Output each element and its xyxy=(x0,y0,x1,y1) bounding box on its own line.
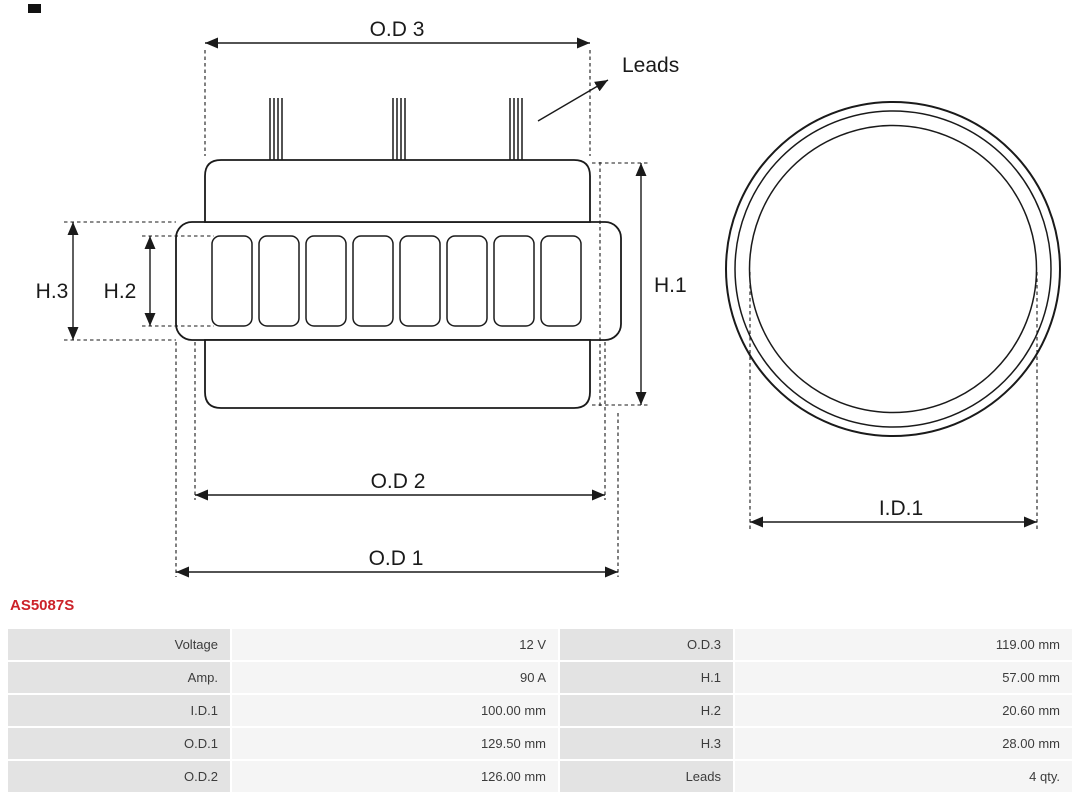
spec-value-amp: 90 A xyxy=(232,662,558,693)
spec-label-leads: Leads xyxy=(560,761,733,792)
dimension-od2: O.D 2 xyxy=(194,342,606,501)
spec-value-h1: 57.00 mm xyxy=(735,662,1072,693)
stator-technical-drawing: O.D 3 Leads H.1 H.3 H.2 O.D 2 O.D 1 xyxy=(28,4,1061,578)
corner-mark xyxy=(28,4,41,13)
dimension-od3: O.D 3 xyxy=(204,18,591,156)
h1-label: H.1 xyxy=(654,274,687,297)
spec-value-h2: 20.60 mm xyxy=(735,695,1072,726)
spec-value-od3: 119.00 mm xyxy=(735,629,1072,660)
spec-value-voltage: 12 V xyxy=(232,629,558,660)
od2-label: O.D 2 xyxy=(371,470,426,493)
spec-label-od1: O.D.1 xyxy=(8,728,230,759)
spec-label-voltage: Voltage xyxy=(8,629,230,660)
dimension-id1: I.D.1 xyxy=(749,272,1038,530)
spec-label-h2: H.2 xyxy=(560,695,733,726)
leads-callout: Leads xyxy=(537,54,679,122)
dimension-h3: H.3 xyxy=(36,221,176,341)
spec-value-leads: 4 qty. xyxy=(735,761,1072,792)
lower-winding xyxy=(204,339,591,409)
dimension-h1: H.1 xyxy=(592,162,687,408)
spec-label-amp: Amp. xyxy=(8,662,230,693)
dimension-od1: O.D 1 xyxy=(175,342,619,578)
spec-value-h3: 28.00 mm xyxy=(735,728,1072,759)
spec-label-h3: H.3 xyxy=(560,728,733,759)
core-teeth xyxy=(211,235,582,327)
od3-label: O.D 3 xyxy=(370,18,425,41)
upper-winding xyxy=(204,159,591,223)
spec-value-od2: 126.00 mm xyxy=(232,761,558,792)
od1-label: O.D 1 xyxy=(369,547,424,570)
spec-table: Voltage 12 V O.D.3 119.00 mm Amp. 90 A H… xyxy=(8,629,1072,792)
spec-label-od3: O.D.3 xyxy=(560,629,733,660)
dimension-h2: H.2 xyxy=(104,235,214,327)
part-number: AS5087S xyxy=(10,597,75,614)
spec-label-od2: O.D.2 xyxy=(8,761,230,792)
id1-label: I.D.1 xyxy=(879,497,923,520)
leads-label: Leads xyxy=(622,54,679,77)
spec-label-id1: I.D.1 xyxy=(8,695,230,726)
stator-side-view xyxy=(175,98,622,409)
stator-front-view xyxy=(725,101,1061,437)
lead-wires xyxy=(269,98,523,160)
spec-label-h1: H.1 xyxy=(560,662,733,693)
h3-label: H.3 xyxy=(36,280,69,303)
h2-label: H.2 xyxy=(104,280,137,303)
spec-value-od1: 129.50 mm xyxy=(232,728,558,759)
spec-value-id1: 100.00 mm xyxy=(232,695,558,726)
